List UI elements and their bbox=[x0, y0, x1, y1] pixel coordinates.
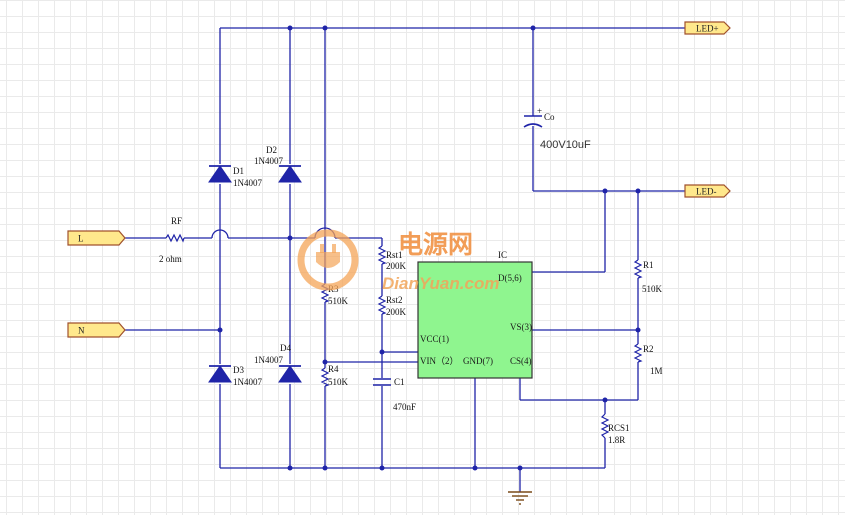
co-value: 400V10uF bbox=[540, 139, 591, 151]
watermark-en: DianYuan.com bbox=[382, 274, 499, 293]
diode-d3: D3 1N4007 bbox=[208, 365, 262, 387]
port-led-minus-label: LED- bbox=[696, 187, 717, 197]
junction-dot bbox=[530, 25, 536, 31]
d4-ref: D4 bbox=[280, 343, 291, 353]
watermark-ring-icon bbox=[297, 229, 359, 291]
ground-icon bbox=[508, 491, 532, 505]
rst2-ref: Rst2 bbox=[386, 295, 403, 305]
junction-dot bbox=[602, 397, 608, 403]
c1-value: 470nF bbox=[393, 402, 416, 412]
watermark-logo: 电源网 DianYuan.com bbox=[297, 229, 499, 293]
diode-d2: D2 1N4007 bbox=[254, 145, 302, 183]
diode-d1: D1 1N4007 bbox=[208, 165, 262, 188]
rst1-ref: Rst1 bbox=[386, 250, 403, 260]
d1-value: 1N4007 bbox=[233, 178, 262, 188]
port-led-minus: LED- bbox=[684, 184, 731, 198]
junction-dot bbox=[322, 465, 328, 471]
resistor-r2: R2 1M bbox=[633, 343, 663, 376]
resistor-rf: RF 2 ohm bbox=[159, 216, 185, 264]
ic-pin-cs: CS(4) bbox=[510, 356, 532, 366]
ic-pin-vcc: VCC(1) bbox=[420, 334, 449, 344]
rf-value: 2 ohm bbox=[159, 254, 182, 264]
rst1-value: 200K bbox=[386, 261, 407, 271]
r3-value: 510K bbox=[328, 296, 349, 306]
r2-value: 1M bbox=[650, 366, 663, 376]
resistor-r4: R4 510K bbox=[320, 364, 349, 387]
capacitor-co: + Co 400V10uF bbox=[523, 106, 591, 151]
ic-pin-vin: VIN（2） bbox=[420, 356, 459, 366]
port-n: N bbox=[67, 322, 126, 338]
r1-value: 510K bbox=[642, 284, 663, 294]
resistor-rst1: Rst1 200K bbox=[377, 245, 407, 271]
junction-dot bbox=[287, 465, 293, 471]
ic-pin-vs: VS(3) bbox=[510, 322, 532, 332]
junction-dot bbox=[635, 188, 641, 194]
co-ref: Co bbox=[544, 112, 555, 122]
junction-dot bbox=[602, 188, 608, 194]
resistor-rst2: Rst2 200K bbox=[377, 295, 407, 317]
wires bbox=[125, 27, 685, 492]
junction-dot bbox=[635, 327, 641, 333]
rcs1-ref: RCS1 bbox=[608, 423, 630, 433]
junction-dot bbox=[217, 327, 223, 333]
junction-dot bbox=[287, 235, 293, 241]
capacitor-c1: C1 470nF bbox=[373, 377, 416, 412]
port-l: L bbox=[67, 230, 126, 246]
junction-dot bbox=[287, 25, 293, 31]
junction-dot bbox=[322, 359, 328, 365]
ic-body bbox=[417, 261, 533, 379]
d2-value: 1N4007 bbox=[254, 156, 283, 166]
port-n-label: N bbox=[78, 326, 85, 336]
junction-dot bbox=[379, 349, 385, 355]
diode-d4: D4 1N4007 bbox=[254, 343, 302, 383]
port-led-plus-label: LED+ bbox=[696, 24, 719, 34]
port-led-plus: LED+ bbox=[684, 21, 731, 35]
r1-ref: R1 bbox=[643, 260, 654, 270]
rf-ref: RF bbox=[171, 216, 182, 226]
junction-dot bbox=[379, 465, 385, 471]
junction-dot bbox=[517, 465, 523, 471]
ic-pin-d: D(5,6) bbox=[498, 273, 522, 283]
rcs1-value: 1.8R bbox=[608, 435, 625, 445]
co-polarity: + bbox=[537, 106, 542, 116]
d3-value: 1N4007 bbox=[233, 377, 262, 387]
watermark-plug-icon bbox=[316, 252, 340, 268]
ic-pin-gnd: GND(7) bbox=[463, 356, 493, 366]
rst2-value: 200K bbox=[386, 307, 407, 317]
d4-value: 1N4007 bbox=[254, 355, 283, 365]
port-l-label: L bbox=[78, 234, 84, 244]
junctions bbox=[217, 25, 641, 471]
d3-ref: D3 bbox=[233, 365, 244, 375]
d1-ref: D1 bbox=[233, 166, 244, 176]
d2-ref: D2 bbox=[266, 145, 277, 155]
wire-hop-1 bbox=[211, 229, 229, 239]
junction-dot bbox=[472, 465, 478, 471]
watermark-cn: 电源网 bbox=[398, 230, 473, 259]
r4-value: 510K bbox=[328, 377, 349, 387]
ic-ref: IC bbox=[498, 250, 507, 260]
c1-ref: C1 bbox=[394, 377, 405, 387]
resistor-rcs1: RCS1 1.8R bbox=[600, 413, 630, 445]
junction-dot bbox=[322, 25, 328, 31]
r2-ref: R2 bbox=[643, 344, 654, 354]
r4-ref: R4 bbox=[328, 364, 339, 374]
ic-controller: IC D(5,6) VCC(1) VIN（2） GND(7) VS(3) CS(… bbox=[417, 250, 533, 379]
resistor-r1: R1 510K bbox=[633, 259, 663, 294]
